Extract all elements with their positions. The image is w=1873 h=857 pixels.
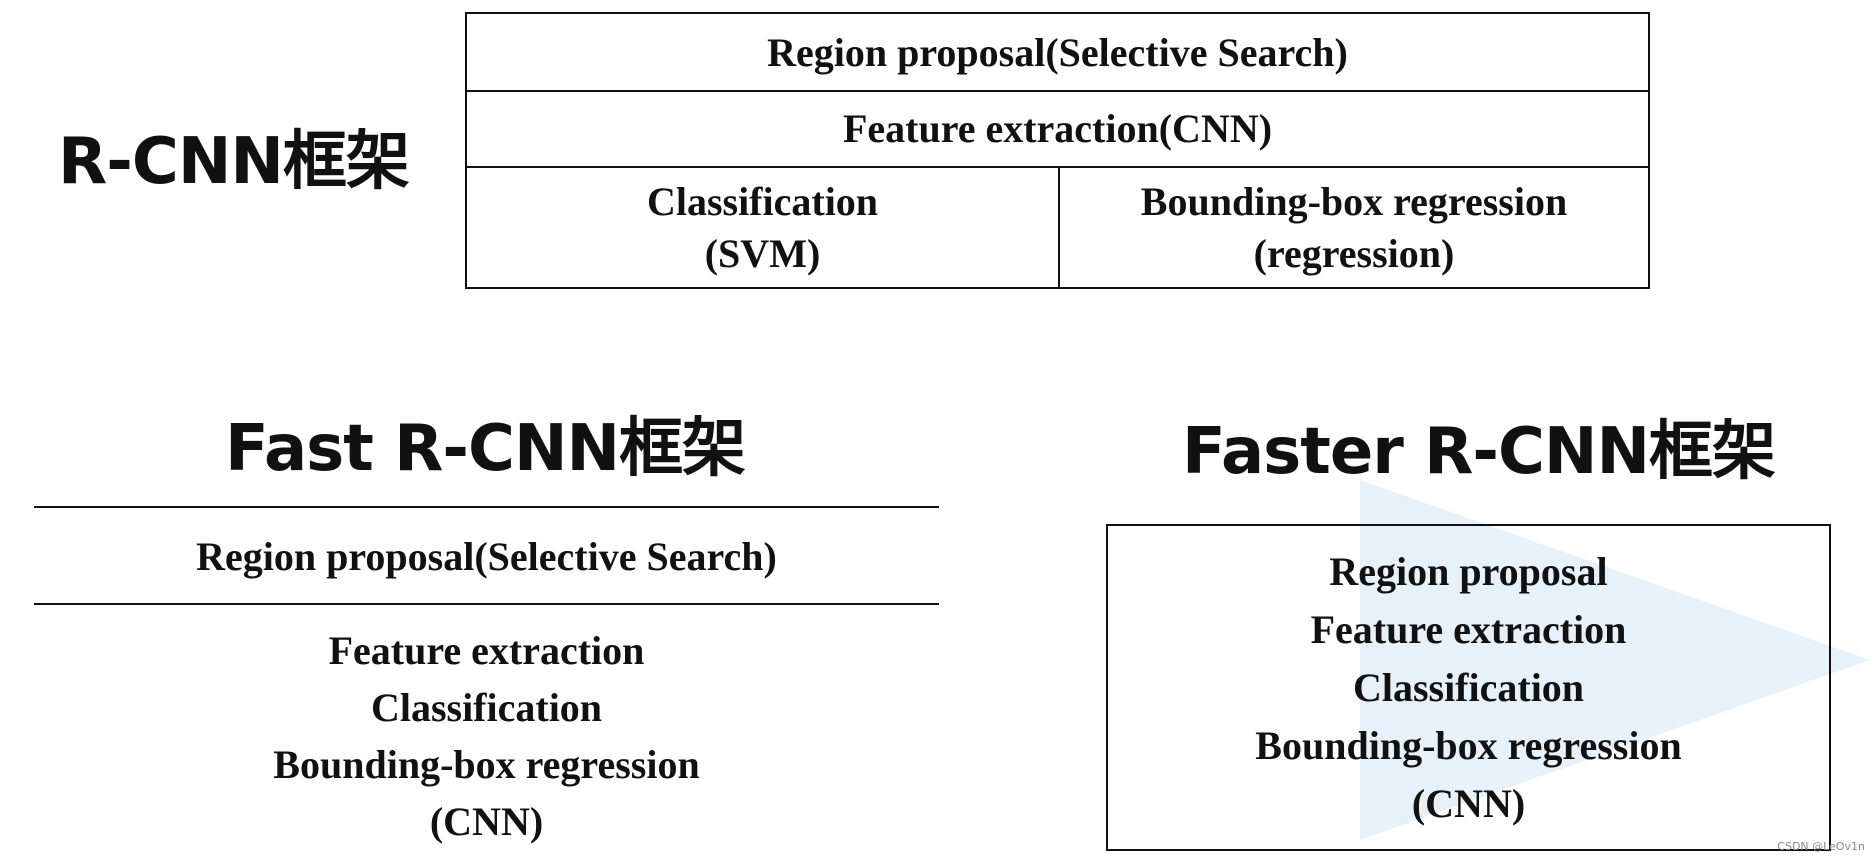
faster-rcnn-step-method: (CNN) [1411,780,1526,826]
fast-rcnn-step-classification: Classification [370,685,603,730]
rcnn-region-proposal-row: Region proposal(Selective Search) [467,14,1648,92]
rcnn-title: R-CNN框架 [58,125,410,199]
fast-rcnn-step-bbox-regression: Bounding-box regression [273,742,700,787]
fast-rcnn-top-divider [34,506,939,508]
rcnn-classification-label: Classification [646,178,879,224]
fast-rcnn-region-proposal: Region proposal(Selective Search) [196,534,777,579]
watermark: CSDN @LeOv1n [1777,840,1865,853]
faster-rcnn-step-classification: Classification [1352,664,1585,710]
faster-rcnn-step-region-proposal: Region proposal [1329,548,1608,594]
rcnn-classification-cell: Classification (SVM) [467,168,1060,287]
rcnn-bbox-regression-method: (regression) [1253,230,1455,276]
faster-rcnn-title: Faster R-CNN框架 [1182,415,1776,489]
rcnn-bbox-regression-cell: Bounding-box regression (regression) [1060,168,1648,287]
fast-rcnn-bottom-divider [34,603,939,605]
rcnn-bbox-regression-label: Bounding-box regression [1140,178,1568,224]
rcnn-framework-table: Region proposal(Selective Search) Featur… [465,12,1650,289]
fast-rcnn-step-method: (CNN) [429,799,544,844]
fast-rcnn-title: Fast R-CNN框架 [225,412,746,486]
rcnn-feature-extraction-row: Feature extraction(CNN) [467,90,1648,168]
fast-rcnn-steps: Feature extraction Classification Boundi… [34,622,939,850]
faster-rcnn-step-bbox-regression: Bounding-box regression [1255,722,1682,768]
background-arrow-shape [1360,480,1870,840]
fast-rcnn-step-feature-extraction: Feature extraction [328,628,645,673]
faster-rcnn-step-feature-extraction: Feature extraction [1310,606,1627,652]
rcnn-classification-method: (SVM) [704,230,821,276]
faster-rcnn-box: Region proposal Feature extraction Class… [1106,524,1831,851]
